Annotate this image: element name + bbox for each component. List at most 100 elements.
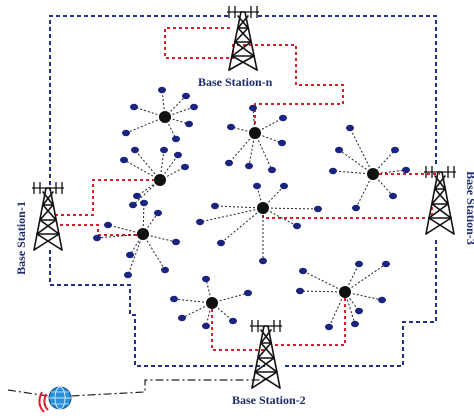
sensor-node	[314, 205, 322, 213]
sensor-node	[185, 120, 193, 128]
tower-icon	[250, 320, 282, 389]
sensor-node	[253, 182, 261, 190]
sensor-node	[296, 287, 304, 295]
sensor-node	[124, 271, 132, 279]
cluster-link	[349, 127, 374, 175]
tower-icon	[227, 6, 259, 71]
cluster-link	[134, 149, 161, 181]
label-bs-2: Base Station-2	[232, 393, 306, 407]
sensor-node	[355, 307, 363, 315]
sensor-node	[389, 192, 397, 200]
sensor-clusters	[93, 86, 410, 331]
tower-bs-2	[250, 320, 282, 389]
cluster-link	[214, 205, 264, 209]
cluster-link	[142, 233, 166, 271]
sensor-node	[202, 275, 210, 283]
sensor-node	[130, 103, 138, 111]
cluster-link	[262, 207, 298, 227]
sensor-node	[259, 257, 267, 265]
sensor-node	[178, 314, 186, 322]
sensor-node	[355, 260, 363, 268]
globe-icon	[38, 386, 72, 413]
sensor-node	[227, 123, 235, 131]
sensor-node	[172, 135, 180, 143]
sensor-node	[244, 289, 252, 297]
sensor-node	[161, 266, 169, 274]
cluster-c3	[329, 124, 410, 212]
sensor-node	[352, 204, 360, 212]
cluster-head	[159, 111, 171, 123]
route-links	[55, 27, 440, 351]
label-bs-1: Base Station-1	[14, 201, 28, 275]
sensor-node	[280, 182, 288, 190]
sensor-node	[172, 238, 180, 246]
sensor-node	[170, 295, 178, 303]
tower-bs-1	[32, 182, 64, 251]
cluster-head	[339, 286, 351, 298]
cluster-head	[154, 174, 166, 186]
sensor-node	[129, 201, 137, 209]
sensor-node	[182, 92, 190, 100]
sensor-node	[245, 162, 253, 170]
cluster-c1	[122, 86, 198, 143]
cluster-link	[125, 116, 166, 134]
cluster-c6	[93, 199, 180, 279]
cluster-c7	[170, 275, 252, 330]
cluster-link	[123, 159, 161, 181]
sensor-node	[133, 192, 141, 200]
label-bs-n: Base Station-n	[198, 75, 273, 89]
tower-icon	[424, 166, 456, 235]
sensor-node	[217, 239, 225, 247]
tower-icon	[32, 182, 64, 251]
cluster-link	[220, 207, 264, 244]
tower-bs-3	[424, 166, 456, 235]
label-bs-3: Base Station-3	[464, 171, 474, 245]
sensor-node	[140, 199, 148, 207]
sensor-node	[329, 167, 337, 175]
sensor-node	[160, 146, 168, 154]
cluster-head	[137, 228, 149, 240]
backbone-outer	[49, 15, 228, 190]
cluster-c5	[196, 182, 322, 265]
sensor-node	[346, 124, 354, 132]
sensor-node	[335, 146, 343, 154]
route-bsn	[164, 27, 344, 127]
cluster-link	[199, 207, 264, 223]
cluster-link	[228, 132, 256, 164]
cluster-link	[328, 291, 346, 328]
sensor-node	[120, 156, 128, 164]
sensor-node	[104, 221, 112, 229]
cluster-head	[206, 297, 218, 309]
route-bs2-right	[275, 292, 346, 346]
cluster-link	[332, 170, 374, 175]
sensor-node	[249, 104, 257, 112]
cluster-head	[249, 127, 261, 139]
sensor-node	[351, 320, 359, 328]
sensor-node	[158, 86, 166, 94]
sensor-node	[402, 166, 410, 174]
sensor-node	[391, 146, 399, 154]
sensor-node	[293, 222, 301, 230]
cluster-head	[367, 168, 379, 180]
cluster-link	[299, 290, 346, 293]
route-bs3	[262, 205, 433, 219]
sensor-node	[174, 151, 182, 159]
sensor-node	[268, 166, 276, 174]
cluster-link	[254, 132, 273, 171]
sensor-node	[378, 296, 386, 304]
cluster-c4	[120, 146, 189, 209]
sensor-node	[181, 163, 189, 171]
internet-link	[7, 379, 265, 397]
backbone-right-bottom	[282, 240, 437, 367]
sensor-node	[131, 146, 139, 154]
sensor-node	[278, 139, 286, 147]
sensor-node	[196, 218, 204, 226]
cluster-link	[127, 233, 144, 276]
sensor-node	[122, 129, 130, 137]
cluster-head	[257, 202, 269, 214]
cluster-c8	[296, 260, 390, 331]
cluster-c2	[225, 104, 287, 174]
sensor-node	[382, 260, 390, 268]
